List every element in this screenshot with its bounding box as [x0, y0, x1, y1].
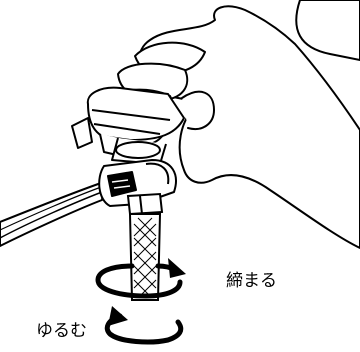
faucet-body: [71, 86, 185, 165]
loosen-arrow: [104, 313, 184, 345]
tighten-arrow-head: [168, 258, 186, 278]
loosen-label: ゆるむ: [36, 321, 87, 341]
tighten-label: 締まる: [226, 271, 277, 291]
braided-hose: [128, 213, 162, 301]
loosen-arrow-head: [108, 306, 128, 326]
hose-nut: [126, 192, 164, 216]
